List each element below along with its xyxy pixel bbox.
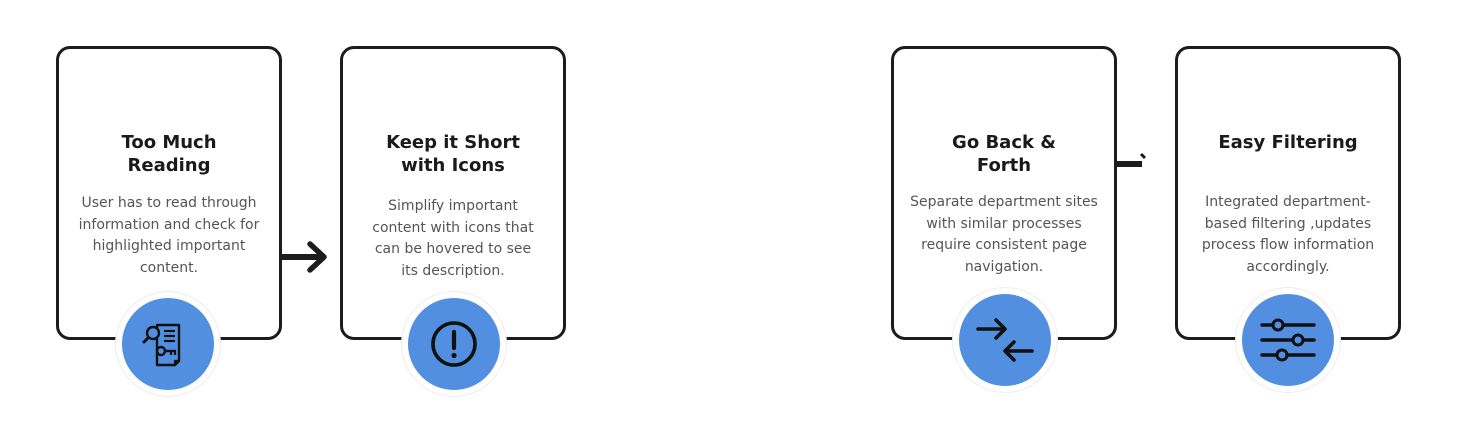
card-description: User has to read through information and… (78, 195, 260, 276)
document-search-key-icon (142, 323, 181, 367)
icon-badge (1236, 288, 1340, 392)
icon-circle (959, 294, 1051, 386)
card-description: Separate department sites with similar p… (910, 194, 1098, 275)
swap-arrows-icon (976, 318, 1034, 362)
card-description: Simplify important content with icons th… (372, 198, 534, 279)
card-title: Go Back & Forth (952, 132, 1056, 176)
icon-badge (402, 292, 506, 396)
card-title: Keep it Short with Icons (386, 132, 520, 176)
connector-line (1114, 152, 1147, 167)
arrow-right-icon (280, 241, 327, 273)
card-title: Easy Filtering (1218, 132, 1358, 153)
card-description: Integrated department- based filtering ,… (1201, 194, 1375, 275)
icon-badge (116, 292, 220, 396)
card-title: Too Much Reading (121, 132, 217, 176)
icon-circle (1242, 294, 1334, 386)
icon-circle (122, 298, 214, 390)
filter-sliders-icon (1260, 318, 1316, 362)
exclamation-circle-icon (431, 321, 477, 367)
card-too-much-reading: Too Much Reading User has to read throug… (56, 46, 282, 340)
icon-badge (953, 288, 1057, 392)
icon-circle (408, 298, 500, 390)
card-keep-it-short: Keep it Short with Icons Simplify import… (340, 46, 566, 340)
